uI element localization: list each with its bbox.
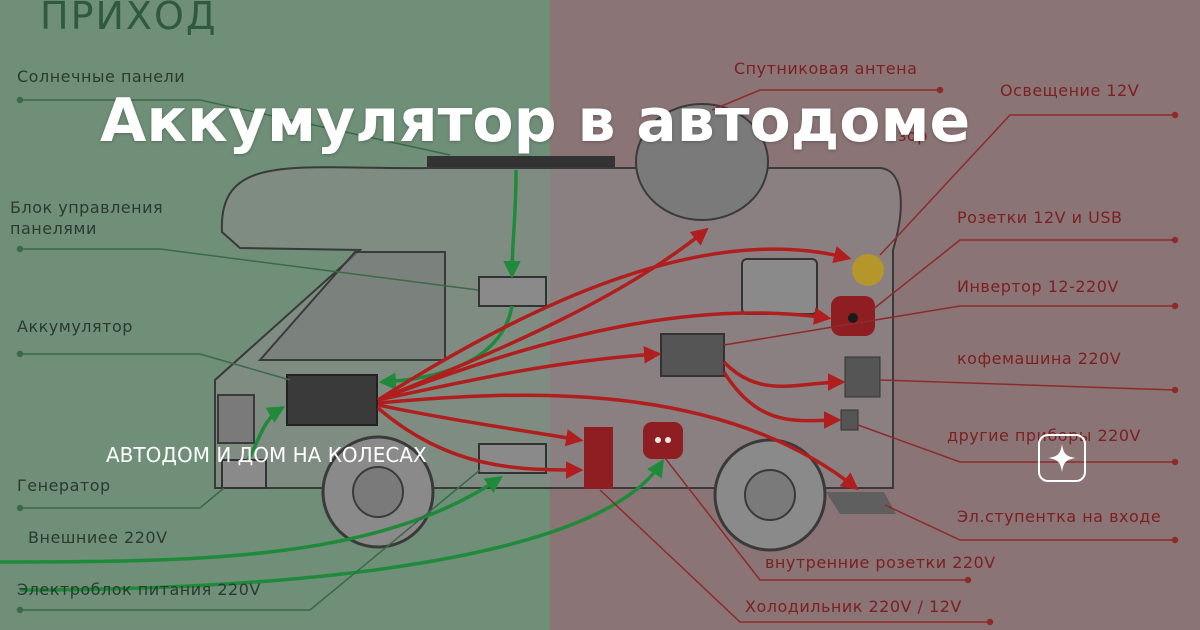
inner-socket — [643, 422, 683, 459]
label-generator: Генератор — [17, 476, 111, 495]
income-leaders — [16, 96, 481, 614]
label-panel-controller-2: панелями — [10, 219, 97, 238]
coffee-machine-box — [844, 356, 881, 398]
label-fridge: Холодильник 220V / 12V — [745, 597, 962, 616]
label-external-220v: Внешниее 220V — [28, 528, 168, 547]
consumer-wires — [376, 227, 859, 491]
label-lighting-12v: Освещение 12V — [1000, 81, 1140, 100]
label-tv: изор — [887, 126, 928, 145]
lighting-bulb — [852, 254, 884, 286]
cab-window — [257, 251, 446, 361]
battery-box — [286, 374, 378, 426]
label-inverter: Инвертор 12-220V — [957, 277, 1119, 296]
label-battery: Аккумулятор — [17, 317, 133, 336]
fridge-box — [584, 427, 613, 489]
label-sockets-12v-usb: Розетки 12V и USB — [957, 208, 1123, 227]
consumer-leaders — [599, 86, 1179, 626]
tv-box — [741, 258, 818, 315]
generator-box — [221, 459, 267, 489]
solar-panel — [427, 156, 615, 167]
label-panel-controller-1: Блок управления — [10, 198, 164, 217]
label-power-unit: Электроблок питания 220V — [17, 580, 261, 599]
article-title: Аккумулятор в автодоме — [100, 86, 971, 156]
label-coffee-machine: кофемашина 220V — [957, 349, 1122, 368]
front-wheel — [713, 438, 827, 552]
label-satellite-antenna: Спутниковая антена — [734, 59, 918, 78]
income-heading: ПРИХОД — [40, 0, 218, 38]
label-solar-panels: Солнечные панели — [17, 67, 186, 86]
label-inner-sockets: внутренние розетки 220V — [765, 553, 996, 572]
sparkle-star-icon — [1038, 434, 1086, 482]
panel-controller-box — [478, 276, 547, 307]
inverter-box — [660, 333, 725, 377]
channel-name[interactable]: АВТОДОМ И ДОМ НА КОЛЕСАХ — [106, 443, 427, 467]
front-lamp — [217, 394, 255, 444]
label-entry-step: Эл.ступентка на входе — [957, 507, 1162, 526]
other-devices-box — [840, 409, 859, 431]
entry-step — [826, 492, 896, 514]
rear-wheel — [321, 435, 435, 549]
socket-12v — [831, 296, 875, 336]
satellite-dish — [635, 103, 769, 221]
